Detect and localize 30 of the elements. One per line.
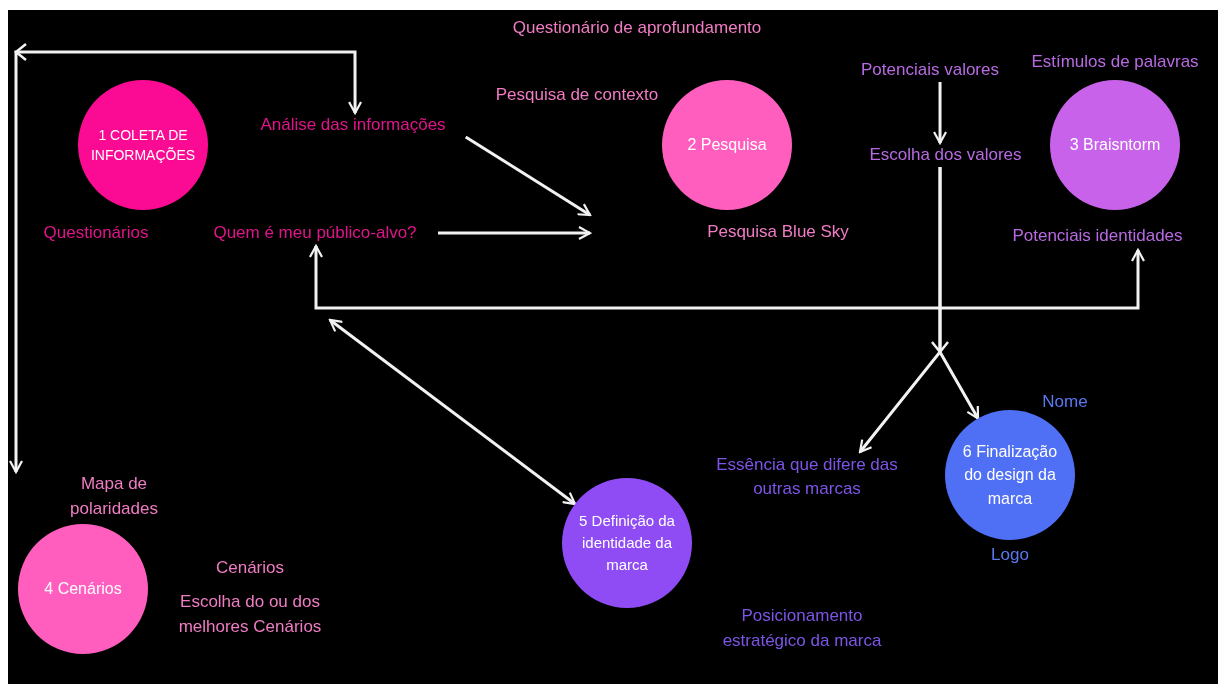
note-text: Questionários (42, 222, 150, 244)
step-note: Mapa de polaridades (69, 473, 159, 520)
step-title: 1 COLETA DE INFORMAÇÕES (89, 125, 197, 165)
step-title: 4 Cenários (43, 579, 123, 600)
note-text: Posicionamento estratégico da marca (721, 605, 883, 652)
note-text: Pesquisa de contexto (494, 84, 660, 106)
step-note: Pesquisa Blue Sky (706, 221, 850, 243)
step-text: Essência que difere das outras marcas (715, 454, 899, 500)
arrow (8, 43, 363, 474)
note-text: Estímulos de palavras (1030, 51, 1200, 73)
step-text: Potenciais valores (861, 59, 999, 82)
note-text: Escolha do ou dos melhores Cenários (177, 591, 323, 638)
arrow (308, 244, 1146, 310)
step-text: Escolha dos valores (869, 144, 1022, 167)
arrow (438, 225, 592, 241)
arrow (328, 318, 577, 506)
step-text: Análise das informações (260, 114, 446, 137)
arrow (938, 167, 980, 420)
step-title: 3 Braisntorm (1068, 135, 1162, 156)
arrow (932, 82, 948, 145)
step-title: 5 Definição da identidade da marca (578, 511, 676, 575)
step-note: Nome (1041, 391, 1089, 413)
note-text: Questionário de aprofundamento (511, 17, 763, 39)
step-note: Potenciais identidades (1011, 225, 1184, 247)
step-note: Logo (990, 544, 1030, 566)
step-title: 6 Finalização do design da marca (961, 442, 1059, 509)
step-title: 2 Pesquisa (686, 135, 768, 156)
arrow (464, 135, 592, 217)
step-text: Quem é meu público-alvo? (213, 222, 417, 245)
note-text: Cenários (214, 557, 285, 579)
